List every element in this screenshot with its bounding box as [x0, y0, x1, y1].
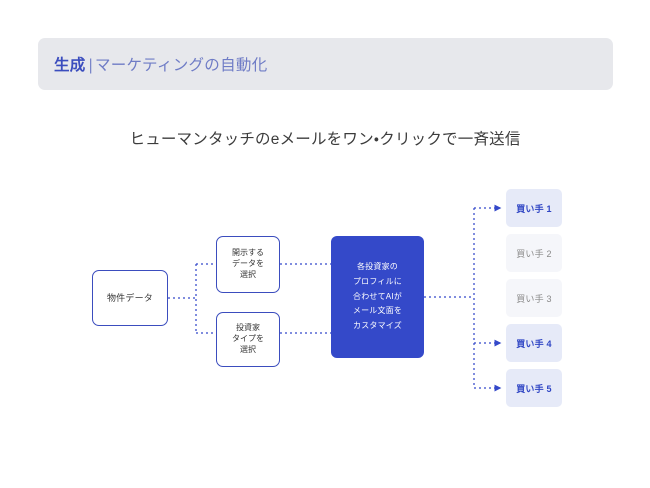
buyer-chip-3[interactable]: 買い手 3	[506, 279, 562, 317]
buyer-chip-4[interactable]: 買い手 4	[506, 324, 562, 362]
subtitle: ヒューマンタッチのeメールをワン・クリックで一斉送信	[129, 131, 521, 148]
page-title-subject: マーケティングの自動化	[94, 57, 268, 74]
buyer-chip-5[interactable]: 買い手 5	[506, 369, 562, 407]
node-step-select-data[interactable]: 開示する データを 選択	[216, 236, 280, 293]
header-bar: 生成|マーケティングの自動化	[38, 38, 613, 90]
buyer-chip-2[interactable]: 買い手 2	[506, 234, 562, 272]
page-title-category: 生成	[54, 57, 86, 74]
page-title: 生成|マーケティングの自動化	[54, 53, 268, 75]
buyer-chip-1[interactable]: 買い手 1	[506, 189, 562, 227]
node-ai-customize[interactable]: 各投資家の プロフィルに 合わせてAIが メール文面を カスタマイズ	[331, 236, 424, 358]
node-step-select-investor-type[interactable]: 投資家 タイプを 選択	[216, 312, 280, 367]
node-source[interactable]: 物件データ	[92, 270, 168, 326]
page-title-separator: |	[88, 57, 93, 74]
